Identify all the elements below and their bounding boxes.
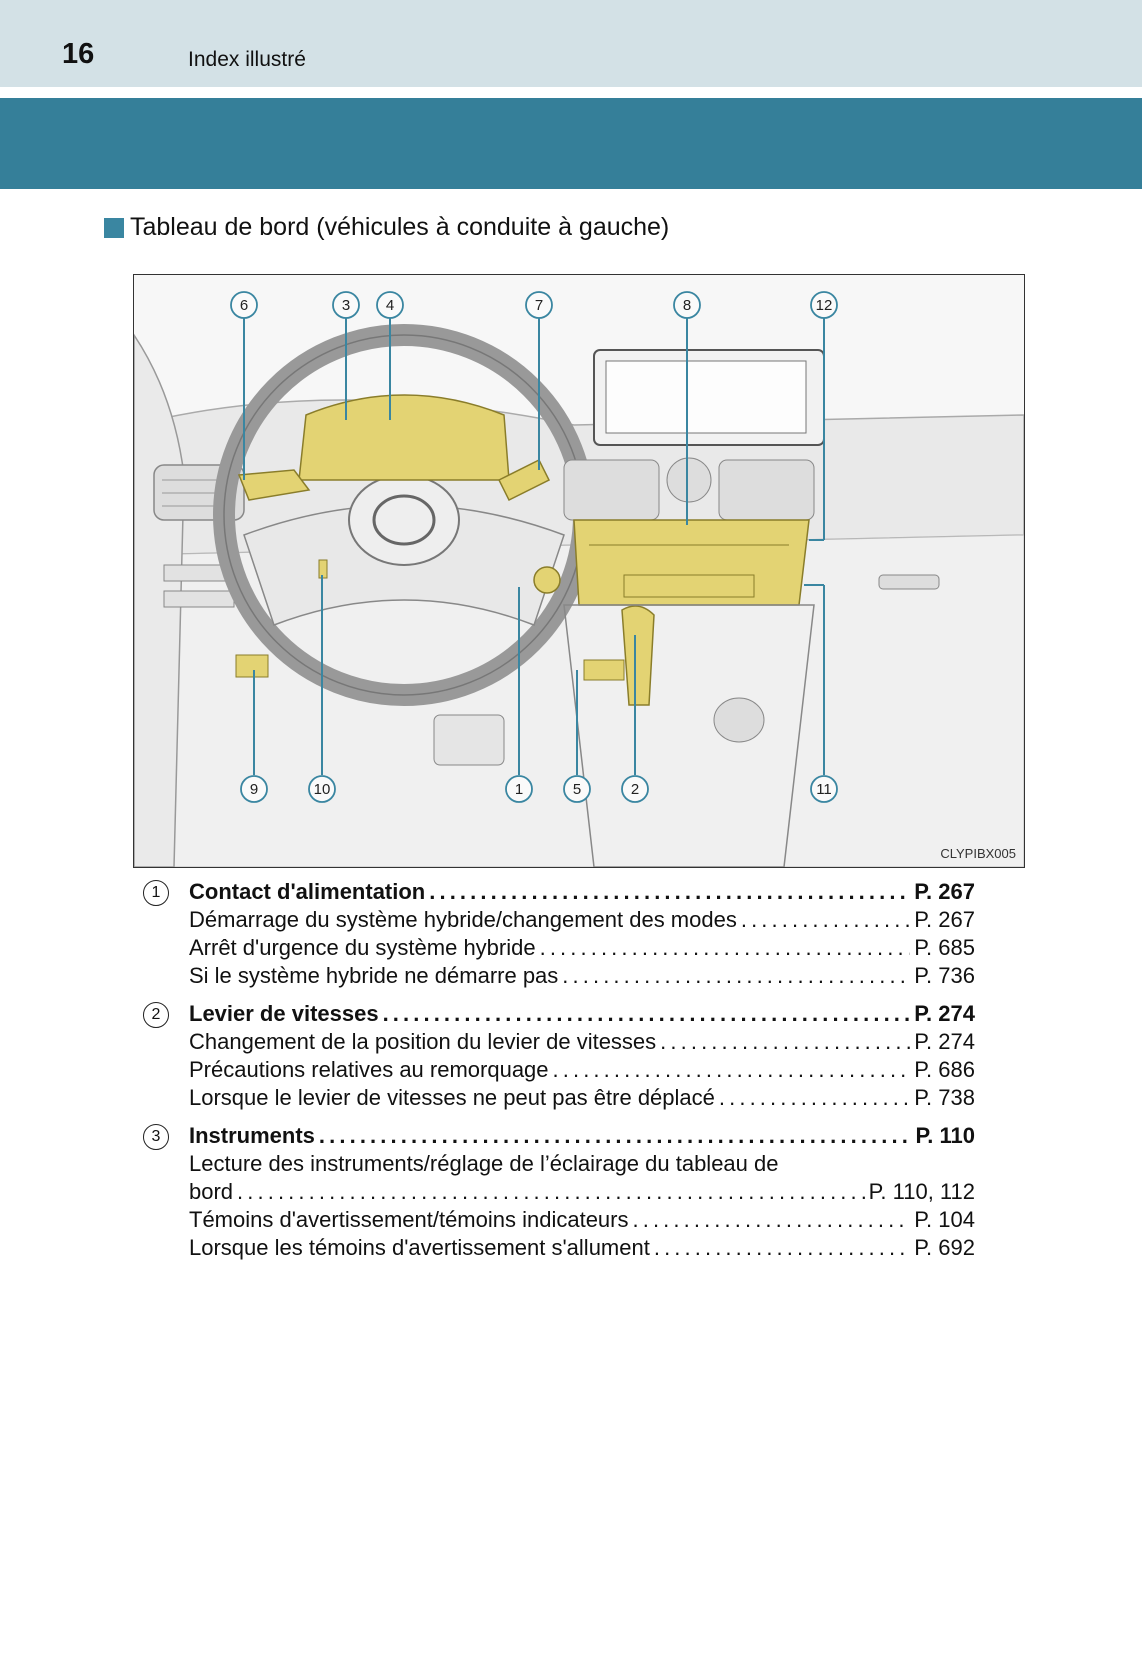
callout-label: 9 bbox=[250, 781, 258, 798]
entry-number: 1 bbox=[143, 880, 169, 906]
entry-2: 2 Levier de vitesses P. 274 Changement d… bbox=[143, 1000, 975, 1112]
title-band bbox=[0, 98, 1142, 189]
leader-dots bbox=[660, 1028, 910, 1056]
page-ref-link[interactable]: P. 685 bbox=[914, 935, 975, 960]
entry-number: 2 bbox=[143, 1002, 169, 1028]
page-ref-link[interactable]: P. 692 bbox=[914, 1235, 975, 1260]
entry-item: Si le système hybride ne démarre pas P. … bbox=[189, 962, 975, 990]
page-ref-link[interactable]: P. 686 bbox=[914, 1057, 975, 1082]
callout-label: 4 bbox=[386, 297, 394, 314]
section-label: Index illustré bbox=[188, 48, 306, 71]
section-title: Tableau de bord (véhicules à conduite à … bbox=[104, 213, 669, 242]
callout-label: 8 bbox=[683, 297, 691, 314]
item-text-line1: Lecture des instruments/réglage de l’écl… bbox=[189, 1151, 779, 1176]
callout-11 bbox=[810, 775, 838, 803]
item-text: Changement de la position du levier de v… bbox=[189, 1029, 657, 1054]
leader-dots bbox=[319, 1122, 912, 1150]
callout-9 bbox=[240, 775, 268, 803]
index-entries: 1 Contact d'alimentation P. 267 Démarrag… bbox=[143, 878, 975, 1272]
item-text: Lorsque le levier de vitesses ne peut pa… bbox=[189, 1085, 715, 1110]
entry-item: Lorsque le levier de vitesses ne peut pa… bbox=[189, 1084, 975, 1112]
callout-label: 12 bbox=[816, 297, 833, 314]
dashboard-illustration: 6 3 4 7 8 12 9 10 1 5 2 11 CLYPIBX005 bbox=[133, 274, 1025, 868]
callout-12 bbox=[810, 291, 838, 319]
callout-7 bbox=[525, 291, 553, 319]
callout-label: 10 bbox=[314, 781, 331, 798]
leader-dots bbox=[562, 962, 910, 990]
leader-dots bbox=[719, 1084, 910, 1112]
page-ref-link[interactable]: P. 110 bbox=[915, 1123, 975, 1148]
callout-label: 2 bbox=[631, 781, 639, 798]
square-bullet-icon bbox=[104, 217, 124, 238]
page-ref-link[interactable]: P. 110, 112 bbox=[868, 1179, 975, 1204]
callout-label: 7 bbox=[535, 297, 543, 314]
entry-title: Levier de vitesses bbox=[189, 1001, 379, 1026]
page-ref-link[interactable]: P. 274 bbox=[914, 1001, 975, 1026]
leader-dots bbox=[741, 906, 910, 934]
callout-10 bbox=[308, 775, 336, 803]
leader-dots bbox=[383, 1000, 911, 1028]
callout-label: 11 bbox=[816, 781, 832, 798]
callout-1 bbox=[505, 775, 533, 803]
callout-3 bbox=[332, 291, 360, 319]
page-ref-link[interactable]: P. 738 bbox=[914, 1085, 975, 1110]
entry-item: Témoins d'avertissement/témoins indicate… bbox=[189, 1206, 975, 1234]
entry-item: Lorsque les témoins d'avertissement s'al… bbox=[189, 1234, 975, 1262]
entry-title-row: Contact d'alimentation P. 267 bbox=[189, 878, 975, 906]
callout-label: 1 bbox=[515, 781, 523, 798]
leader-dots bbox=[429, 878, 910, 906]
entry-item: Arrêt d'urgence du système hybride P. 68… bbox=[189, 934, 975, 962]
item-text: Démarrage du système hybride/changement … bbox=[189, 907, 737, 932]
leader-dots bbox=[654, 1234, 910, 1262]
entry-item: Précautions relatives au remorquage P. 6… bbox=[189, 1056, 975, 1084]
item-text: bord bbox=[189, 1179, 234, 1204]
callout-4 bbox=[376, 291, 404, 319]
entry-title: Contact d'alimentation bbox=[189, 879, 426, 904]
leader-dots bbox=[553, 1056, 911, 1084]
item-text: Si le système hybride ne démarre pas bbox=[189, 963, 559, 988]
page-ref-link[interactable]: P. 267 bbox=[914, 907, 975, 932]
header-band bbox=[0, 0, 1142, 87]
item-text: Précautions relatives au remorquage bbox=[189, 1057, 549, 1082]
item-text: Lorsque les témoins d'avertissement s'al… bbox=[189, 1235, 650, 1260]
callout-6 bbox=[230, 291, 258, 319]
entry-item: Démarrage du système hybride/changement … bbox=[189, 906, 975, 934]
callout-2 bbox=[621, 775, 649, 803]
leader-dots bbox=[540, 934, 911, 962]
entry-3: 3 Instruments P. 110 Lecture des instrum… bbox=[143, 1122, 975, 1262]
item-text: Témoins d'avertissement/témoins indicate… bbox=[189, 1207, 629, 1232]
entry-number: 3 bbox=[143, 1124, 169, 1150]
entry-1: 1 Contact d'alimentation P. 267 Démarrag… bbox=[143, 878, 975, 990]
page-ref-link[interactable]: P. 274 bbox=[914, 1029, 975, 1054]
callout-label: 5 bbox=[573, 781, 581, 798]
page-ref-link[interactable]: P. 267 bbox=[914, 879, 975, 904]
callout-8 bbox=[673, 291, 701, 319]
page-number: 16 bbox=[62, 38, 95, 70]
item-text: Arrêt d'urgence du système hybride bbox=[189, 935, 536, 960]
callout-label: 3 bbox=[342, 297, 350, 314]
entry-title-row: Instruments P. 110 bbox=[189, 1122, 975, 1150]
figure-code: CLYPIBX005 bbox=[940, 846, 1016, 861]
page-ref-link[interactable]: P. 736 bbox=[914, 963, 975, 988]
callout-5 bbox=[563, 775, 591, 803]
dashboard-drawing: 6 3 4 7 8 12 9 10 1 5 2 11 bbox=[134, 275, 1024, 867]
leader-dots bbox=[237, 1178, 865, 1206]
entry-title-row: Levier de vitesses P. 274 bbox=[189, 1000, 975, 1028]
leader-dots bbox=[633, 1206, 911, 1234]
entry-item: Changement de la position du levier de v… bbox=[189, 1028, 975, 1056]
page-ref-link[interactable]: P. 104 bbox=[914, 1207, 975, 1232]
entry-title: Instruments bbox=[189, 1123, 315, 1148]
entry-item: bord P. 110, 112 bbox=[189, 1178, 975, 1206]
callout-label: 6 bbox=[240, 297, 248, 314]
section-title-text: Tableau de bord (véhicules à conduite à … bbox=[130, 213, 670, 241]
